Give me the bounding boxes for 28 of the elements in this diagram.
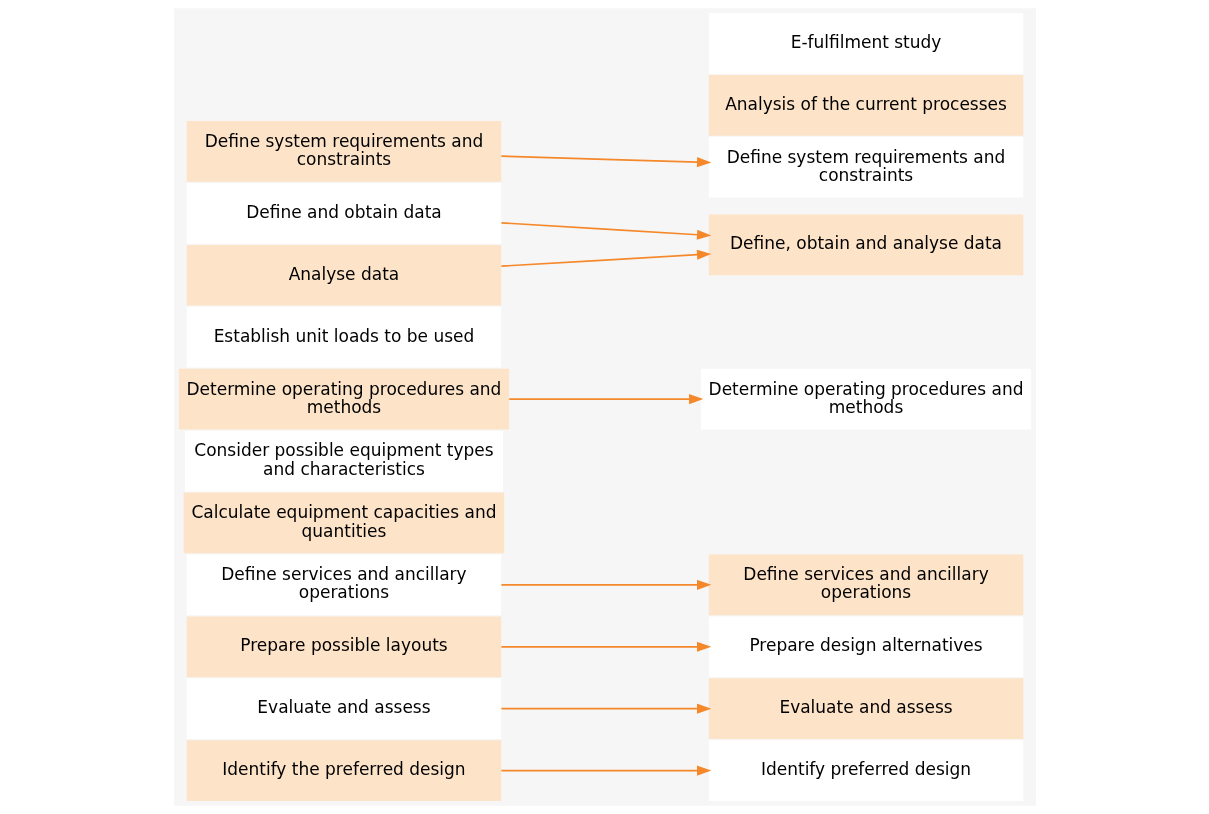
arrow xyxy=(500,222,711,240)
node-box: Consider possible equipment types and characteristics xyxy=(184,430,503,492)
node-box: Evaluate and assess xyxy=(708,678,1023,740)
node-box: E-fulfilment study xyxy=(708,13,1023,74)
node-box: Establish unit loads to be used xyxy=(186,306,501,368)
arrow xyxy=(500,155,711,168)
node-box: Define system requirements and constraints xyxy=(186,121,501,182)
node-box: Calculate equipment capacities and quantities xyxy=(183,492,504,554)
node-box: Define services and ancillary operations xyxy=(186,554,501,616)
arrow xyxy=(500,703,711,714)
node-box: Analysis of the current processes xyxy=(708,74,1023,136)
node-box: Define, obtain and analyse data xyxy=(708,214,1023,276)
node-box: Prepare design alternatives xyxy=(708,616,1023,678)
node-box: Define system requirements and constraints xyxy=(708,136,1023,198)
node-box: Determine operating procedures and methods xyxy=(700,368,1031,430)
arrow xyxy=(507,394,703,405)
arrow xyxy=(500,579,711,590)
arrow xyxy=(500,765,711,776)
node-box: Define services and ancillary operations xyxy=(708,554,1023,616)
node-box: Analyse data xyxy=(186,244,501,306)
node-box: Determine operating procedures and methods xyxy=(178,368,509,430)
node-box: Define and obtain data xyxy=(186,183,501,244)
node-box: Prepare possible layouts xyxy=(186,616,501,678)
arrow xyxy=(500,249,711,267)
node-box: Identify the preferred design xyxy=(186,740,501,801)
arrow xyxy=(500,641,711,652)
node-box: Evaluate and assess xyxy=(186,678,501,740)
node-box: Identify preferred design xyxy=(708,740,1023,801)
